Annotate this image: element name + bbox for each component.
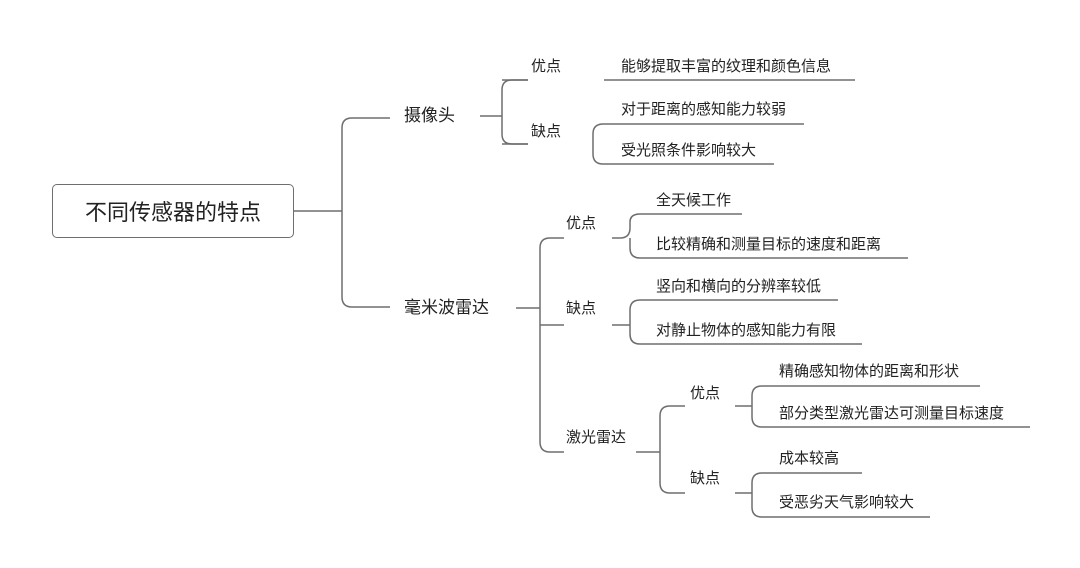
mmwave-pros-label: 优点 [566,214,597,232]
camera-con-item: 对于距离的感知能力较弱 [621,100,787,118]
camera-pros-label: 优点 [531,57,562,75]
branch-lidar: 激光雷达 [566,428,627,446]
camera-pro-item: 能够提取丰富的纹理和颜色信息 [621,57,832,75]
camera-cons-label: 缺点 [531,122,562,140]
lidar-pro-item: 精确感知物体的距离和形状 [779,362,960,380]
mmwave-con-item: 对静止物体的感知能力有限 [656,321,837,339]
lidar-pros-label: 优点 [690,384,721,402]
lidar-con-item: 成本较高 [779,449,840,467]
lidar-pro-item: 部分类型激光雷达可测量目标速度 [779,404,1005,422]
mmwave-pro-item: 比较精确和测量目标的速度和距离 [656,235,882,253]
lidar-con-item: 受恶劣天气影响较大 [779,493,915,511]
mmwave-pro-item: 全天候工作 [656,191,732,209]
lidar-cons-label: 缺点 [690,469,721,487]
mmwave-con-item: 竖向和横向的分辨率较低 [656,277,822,295]
camera-con-item: 受光照条件影响较大 [621,141,757,159]
root-node: 不同传感器的特点 [52,184,294,238]
branch-mmwave: 毫米波雷达 [404,298,489,318]
branch-camera: 摄像头 [404,106,455,126]
mmwave-cons-label: 缺点 [566,299,597,317]
